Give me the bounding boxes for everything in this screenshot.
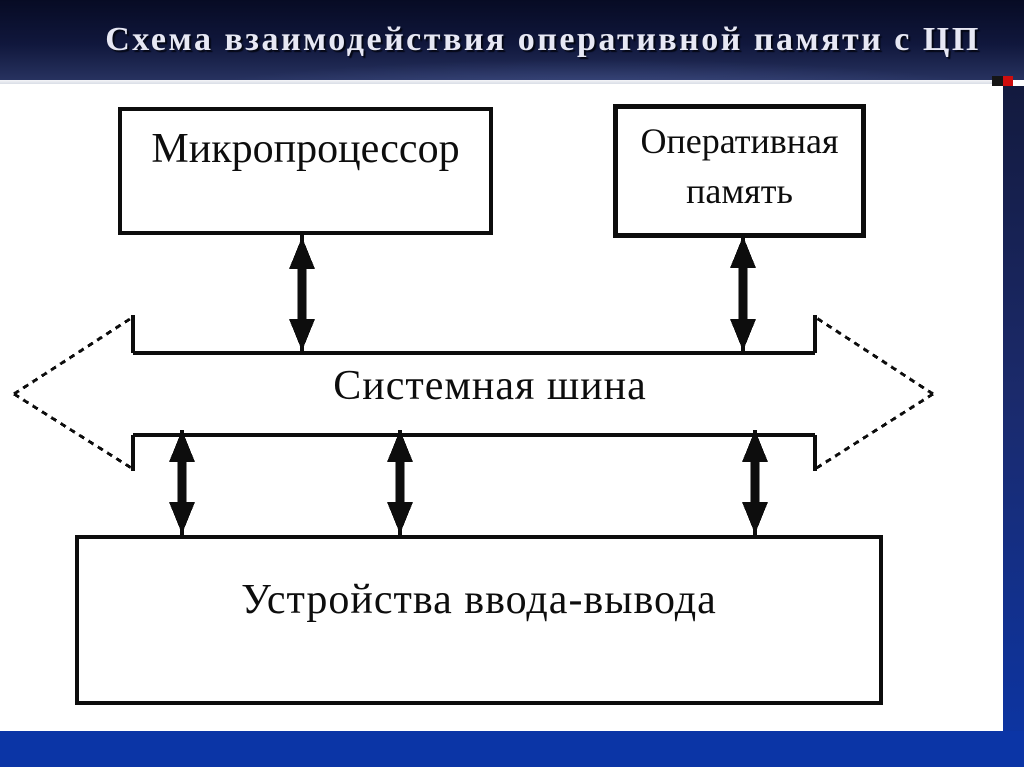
bus-right-arrowhead-edge [814,315,934,396]
io-box: Устройства ввода-вывода [75,535,883,705]
slide-title: Схема взаимодействия оперативной памяти … [105,21,981,58]
arrow-ram-bus [730,235,756,353]
bus-right-arrowhead-edge [814,392,934,471]
bottom-accent-bar [0,731,1024,767]
ram-box-label-line2: память [686,171,793,211]
arrow-cpu-bus [289,235,315,353]
ram-box: Оперативная память [613,104,866,238]
right-accent-bar [1003,86,1024,767]
bus-left-arrowhead-edge [13,315,134,396]
cpu-box: Микропроцессор [118,107,493,235]
system-bus-arrow [13,315,934,471]
ram-box-label-line1: Оперативная [640,121,839,161]
title-separator-line [0,80,992,84]
system-bus-label: Системная шина [333,363,647,409]
cpu-box-label: Микропроцессор [151,126,460,172]
title-band: Схема взаимодействия оперативной памяти … [0,0,1024,80]
arrow-bus-io-2 [387,430,413,536]
black-accent-marker [992,76,1003,86]
io-box-label: Устройства ввода-вывода [241,577,717,623]
bus-left-arrowhead-edge [13,392,134,471]
arrow-bus-io-3 [742,430,768,536]
arrow-bus-io-1 [169,430,195,536]
red-accent-marker [1003,76,1013,86]
